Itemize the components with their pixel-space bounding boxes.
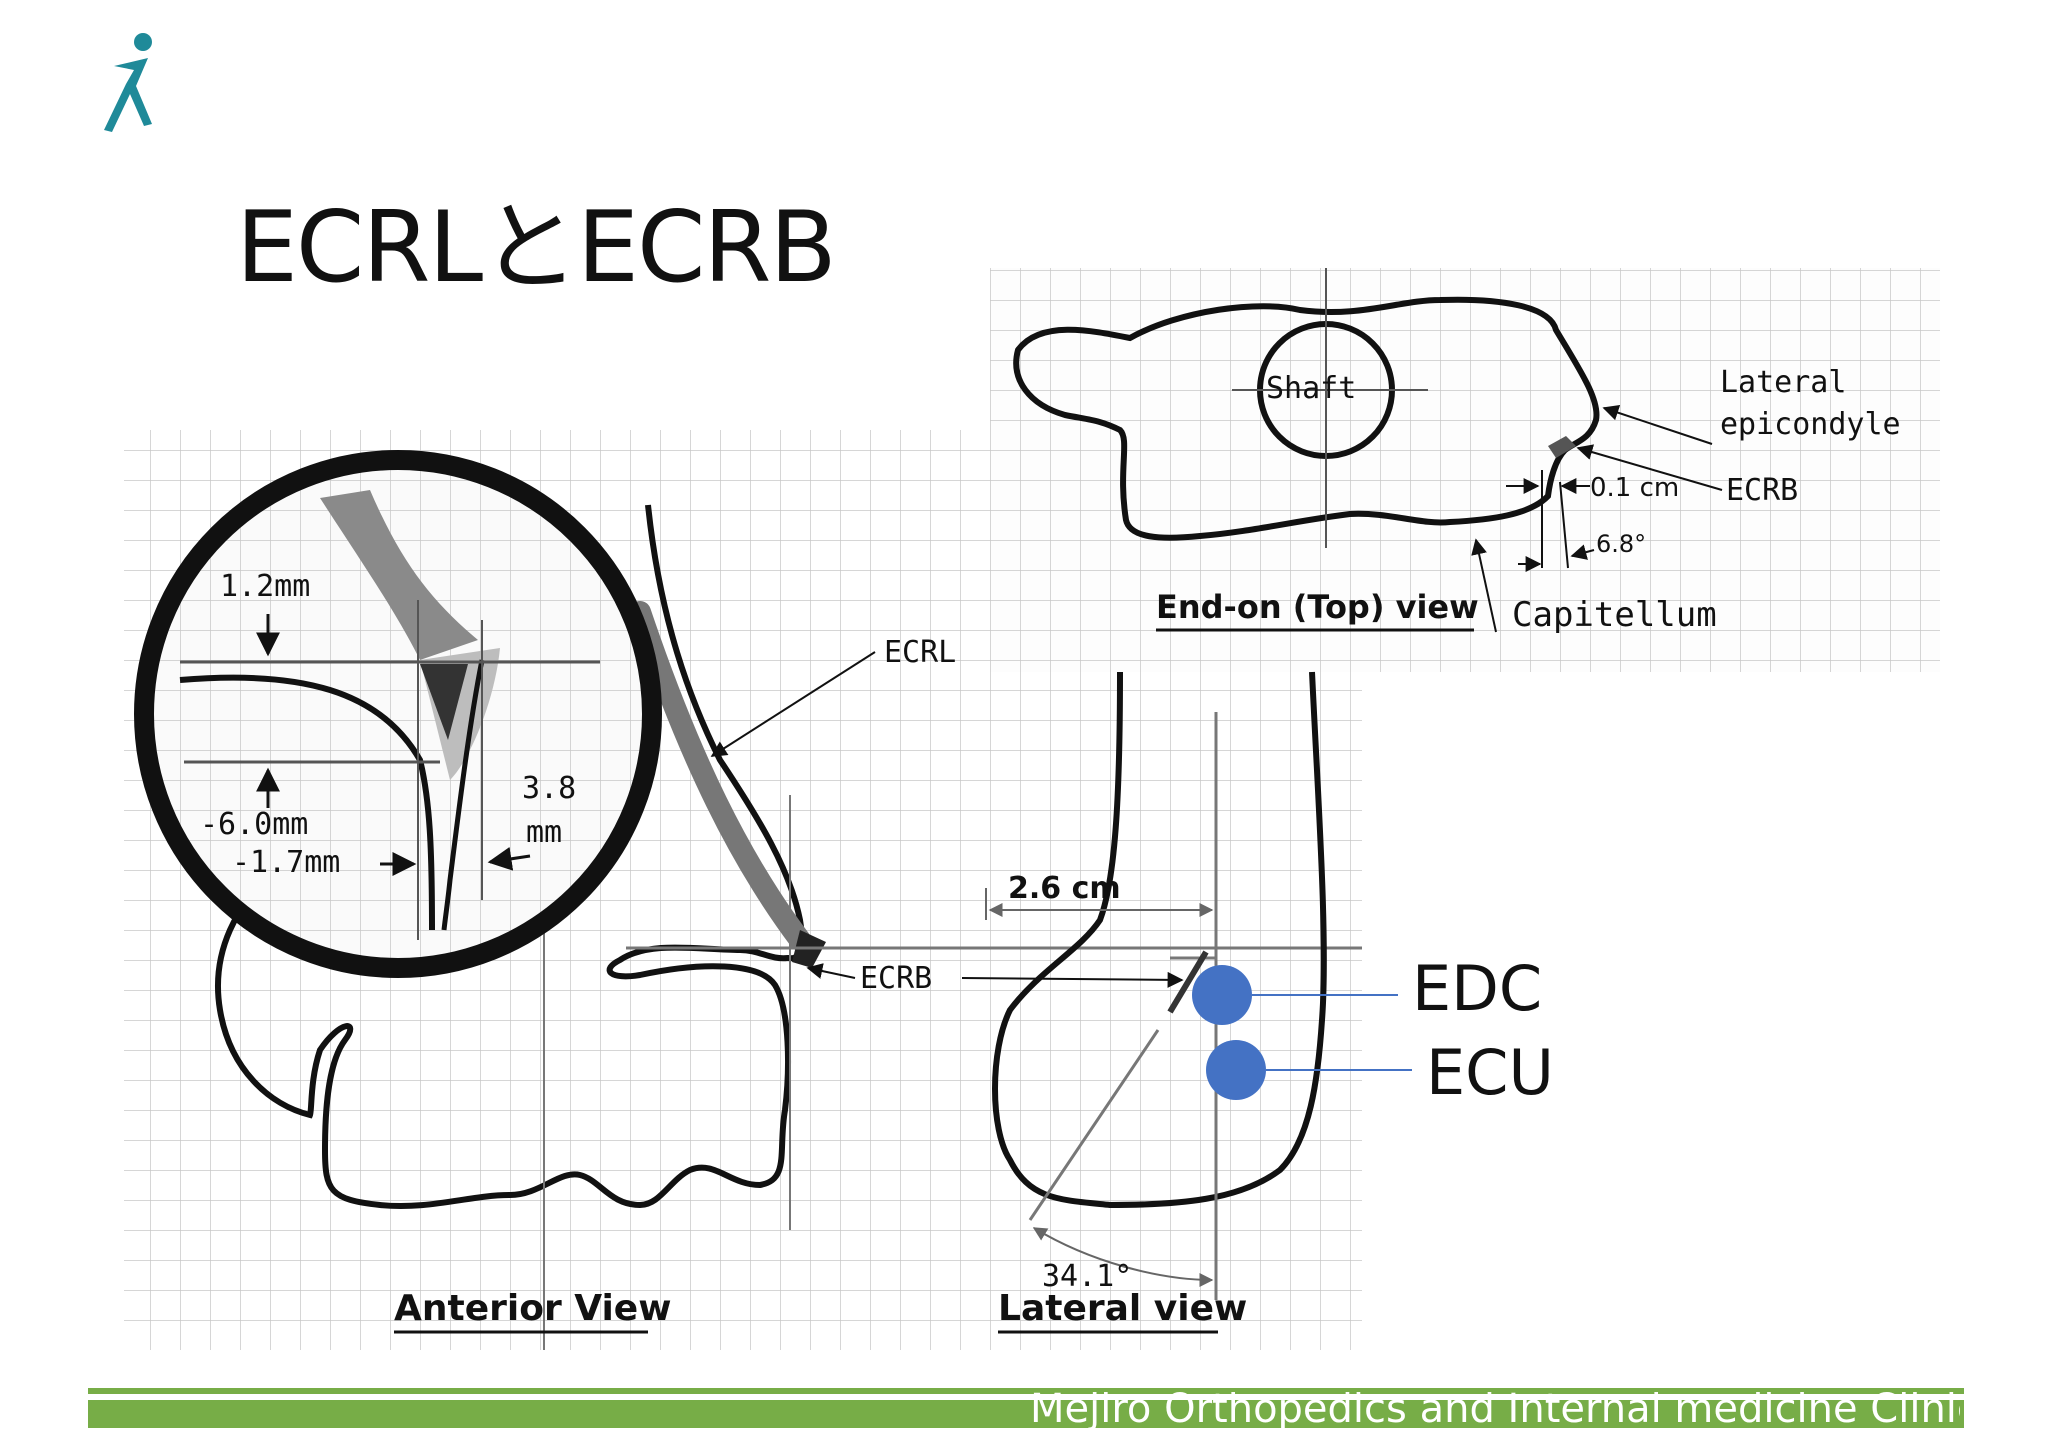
ecrb-anterior-label: ECRB <box>860 961 932 996</box>
edc-marker <box>1192 965 1252 1025</box>
ecrb-top-label: ECRB <box>1726 473 1798 508</box>
ecu-marker <box>1206 1040 1266 1100</box>
end-on-view-label: End-on (Top) view <box>1156 588 1479 626</box>
dim-3-8: 3.8 <box>522 771 576 806</box>
dim-1-2mm: 1.2mm <box>220 569 310 604</box>
capitellum-label: Capitellum <box>1512 595 1717 635</box>
footer-clinic-text: Mejiro Orthopedics and Internal medicine… <box>1030 1392 1960 1428</box>
lateral-label: Lateral <box>1720 365 1846 400</box>
dim-1-7mm: -1.7mm <box>232 845 340 880</box>
footer-clinic-name: Mejiro Orthopedics and Internal medicine… <box>1030 1392 1960 1428</box>
dim-2-6cm: 2.6 cm <box>1008 871 1121 906</box>
angle-6-8: 6.8° <box>1596 530 1646 558</box>
ecrl-label: ECRL <box>884 635 956 670</box>
epicondyle-label: epicondyle <box>1720 407 1901 442</box>
magnified-inset: 1.2mm -6.0mm -1.7mm 3.8 mm <box>134 450 662 978</box>
clinic-logo-icon <box>104 33 152 132</box>
footer-rule <box>88 1388 1964 1394</box>
edc-label: EDC <box>1412 952 1543 1025</box>
lateral-humerus-outline <box>992 671 1327 1209</box>
slide-title: ECRLとECRB <box>236 191 837 305</box>
dim-mm: mm <box>526 815 562 850</box>
ecrl-band <box>629 601 811 951</box>
dim-0-1cm: 0.1 cm <box>1590 473 1679 503</box>
shaft-label: Shaft <box>1266 371 1356 406</box>
footer-bar <box>88 1400 1964 1428</box>
angle-34-1: 34.1° <box>1042 1259 1132 1294</box>
anterior-view-label: Anterior View <box>394 1288 671 1329</box>
end-on-outline <box>1013 296 1600 541</box>
ecu-label: ECU <box>1426 1036 1554 1109</box>
dim-6-0mm: -6.0mm <box>200 807 308 842</box>
lateral-view-label: Lateral view <box>998 1288 1247 1329</box>
